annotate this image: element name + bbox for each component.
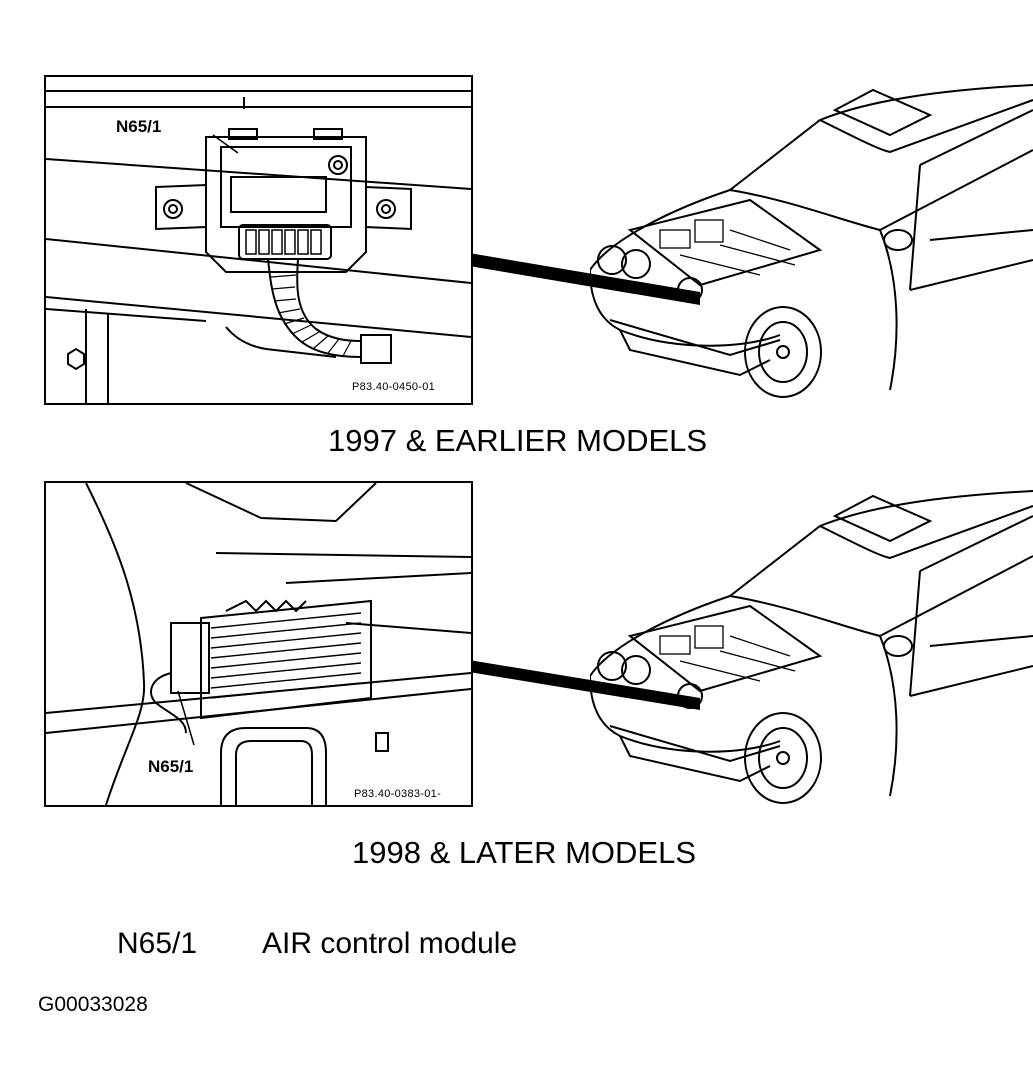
caption-1997-earlier-models: 1997 & EARLIER MODELS [328,423,708,458]
callout-label-bottom: N65/1 [148,757,194,776]
detail-inset-1998: N65/1 P83.40-0383-01- [44,481,473,807]
module-drawing-1997 [46,90,471,403]
figure-ref-top: P83.40-0450-01 [352,381,436,393]
figure-ref-bottom: P83.40-0383-01- [354,788,442,800]
module-drawing-1998 [46,483,471,805]
figure-id: G00033028 [38,993,148,1016]
leader-line-top [469,253,700,305]
legend-description: AIR control module [262,927,518,960]
caption-1998-later-models: 1998 & LATER MODELS [352,835,697,870]
detail-inset-1997: N65/1 P83.40-0450-01 [44,75,473,405]
leader-line-bottom [469,660,700,710]
car-illustration-1997 [590,80,1033,410]
legend-code: N65/1 [117,927,198,960]
callout-label-top: N65/1 [116,117,162,136]
car-illustration-1998 [590,486,1033,816]
